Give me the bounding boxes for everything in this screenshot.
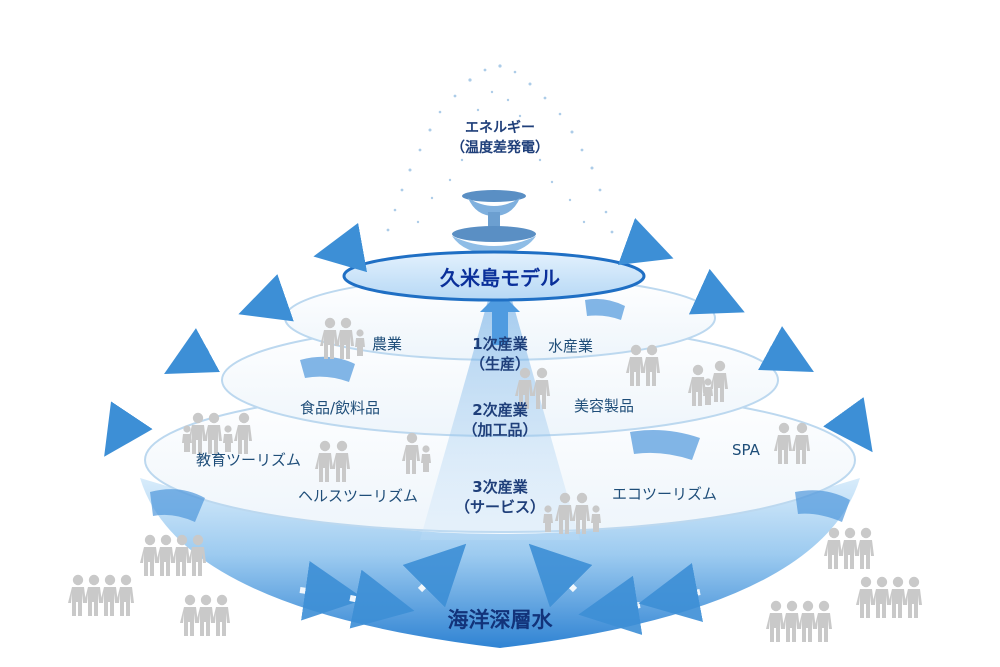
base-label: 海洋深層水 <box>447 608 553 632</box>
tier-3-title-line-2: （サービス） <box>454 498 545 516</box>
tier-3-right-label-1: SPA <box>732 441 760 459</box>
energy-line-2: （温度差発電） <box>451 140 549 156</box>
tier-2-left-label: 食品/飲料品 <box>300 399 381 417</box>
tier-2-title-line-1: 2次産業 <box>472 401 528 419</box>
fountain-icon <box>452 190 536 254</box>
tier-2-title-line-2: （加工品） <box>462 421 538 439</box>
tier-3-left-label-1: 教育ツーリズム <box>196 451 302 469</box>
tier-1-title-line-1: 1次産業 <box>472 335 528 353</box>
tier-3-title-line-1: 3次産業 <box>472 478 528 496</box>
model-label: 久米島モデル <box>440 266 560 290</box>
tier-2-right-label: 美容製品 <box>574 397 635 415</box>
current-arrow-icons <box>299 543 704 636</box>
upward-current-arrow-icon <box>480 292 520 345</box>
energy-line-1: エネルギー <box>465 120 535 136</box>
tier-1-title-line-2: （生産） <box>469 355 530 373</box>
tier-3-title: 3次産業 （サービス） <box>420 477 580 517</box>
tier-1-title: 1次産業 （生産） <box>440 334 560 374</box>
tier-3-right-label-2: エコツーリズム <box>612 485 718 503</box>
outward-arrow-icon <box>104 217 873 457</box>
tier-1-left-label: 農業 <box>372 335 403 353</box>
upward-current-beam <box>420 300 580 540</box>
tier-1-right-label: 水産業 <box>548 337 594 355</box>
tier-3-left-label-2: ヘルスツーリズム <box>298 487 419 505</box>
tier-2-title: 2次産業 （加工品） <box>430 400 570 440</box>
energy-label: エネルギー （温度差発電） <box>405 118 595 158</box>
waterfall-icon <box>150 298 850 522</box>
spray-icon <box>386 64 614 234</box>
model-ellipse <box>342 250 646 302</box>
